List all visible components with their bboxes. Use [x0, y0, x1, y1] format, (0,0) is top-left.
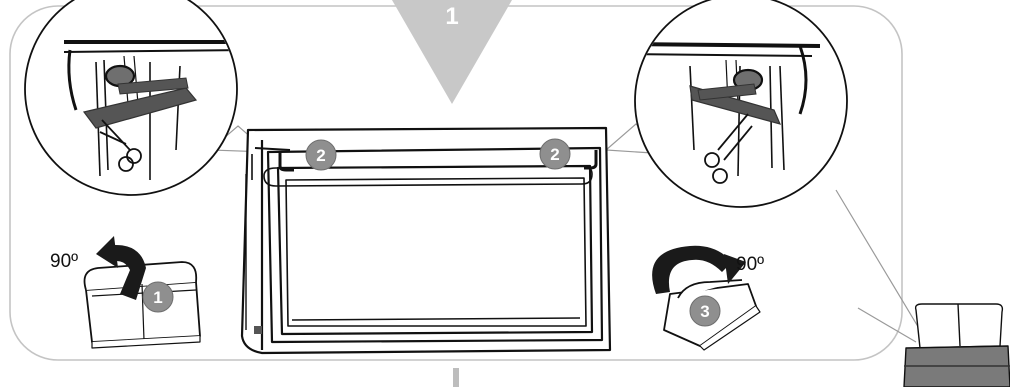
step-badge-right-sofa: 3: [690, 296, 720, 326]
step-badge-label: 1: [153, 288, 162, 307]
bed-thumbnail-icon: [904, 304, 1010, 387]
step-badge-left-strap: 2: [306, 140, 336, 170]
step-badge-label: 2: [550, 145, 559, 164]
step-badge-label: 3: [700, 302, 709, 321]
step-badge-left-sofa: 1: [143, 282, 173, 312]
bottom-marker: [453, 368, 459, 387]
step-badge-label: 2: [316, 146, 325, 165]
step-indicator-label: 1: [445, 3, 458, 30]
left-angle-label: 90º: [50, 251, 78, 272]
step-badge-right-strap: 2: [540, 139, 570, 169]
right-angle-label: 90º: [736, 254, 764, 275]
